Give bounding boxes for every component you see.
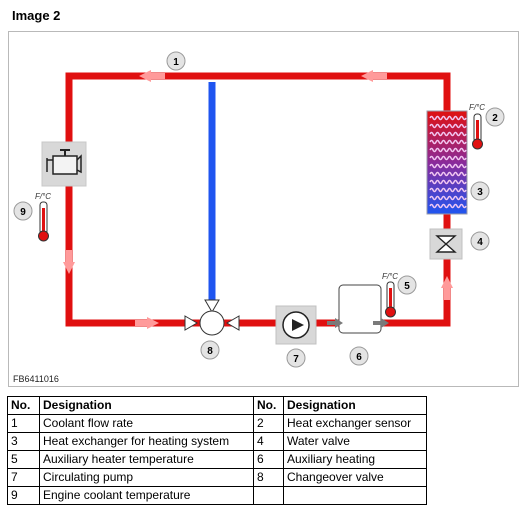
callout-4: 4	[470, 231, 490, 251]
thermometer-icon	[38, 201, 49, 242]
legend-no: 7	[7, 468, 40, 487]
heat-exchanger-tube	[429, 163, 467, 169]
heat-exchanger-tube	[429, 195, 467, 201]
legend-no: 1	[7, 414, 40, 433]
table-row: 7 Circulating pump 8 Changeover valve	[7, 468, 427, 487]
heat-exchanger-tube	[429, 147, 467, 153]
engine-icon	[41, 141, 87, 187]
header-no: No.	[253, 396, 284, 415]
legend-no: 3	[7, 432, 40, 451]
flow-arrow-icon	[327, 318, 343, 328]
heat-exchanger-tube	[429, 131, 467, 137]
legend-designation	[283, 486, 427, 505]
svg-text:6: 6	[356, 352, 362, 363]
callout-5: 5	[397, 275, 417, 295]
callout-7: 7	[286, 348, 306, 368]
svg-text:3: 3	[477, 187, 483, 198]
svg-text:9: 9	[20, 207, 26, 218]
changeover-valve-icon	[184, 299, 240, 336]
temp-unit-label: F/°C	[469, 103, 485, 112]
table-row: 5 Auxiliary heater temperature 6 Auxilia…	[7, 450, 427, 469]
legend-no: 8	[253, 468, 284, 487]
legend-no	[253, 486, 284, 505]
flow-arrow-icon	[135, 317, 159, 329]
callout-1: 1	[166, 51, 186, 71]
legend-designation: Changeover valve	[283, 468, 427, 487]
coolant-circuit-diagram: F/°C F/°C F/°C 1 2 3 4 5 6 7	[8, 31, 519, 387]
legend-designation: Heat exchanger sensor	[283, 414, 427, 433]
thermometer-icon	[385, 281, 396, 318]
legend-no: 2	[253, 414, 284, 433]
header-designation: Designation	[39, 396, 254, 415]
table-row: 3 Heat exchanger for heating system 4 Wa…	[7, 432, 427, 451]
svg-text:1: 1	[173, 57, 179, 68]
auxiliary-heater-icon	[338, 284, 382, 334]
heat-exchanger-tube	[429, 123, 467, 129]
flow-arrow-icon	[441, 276, 453, 300]
legend-no: 9	[7, 486, 40, 505]
table-row: 9 Engine coolant temperature	[7, 486, 427, 505]
callout-9: 9	[13, 201, 33, 221]
heat-exchanger-tube	[429, 155, 467, 161]
heat-exchanger-tube	[429, 203, 467, 209]
temp-unit-label: F/°C	[35, 192, 51, 201]
legend-designation: Water valve	[283, 432, 427, 451]
page-title: Image 2	[12, 8, 61, 23]
legend-designation: Auxiliary heating	[283, 450, 427, 469]
legend-no: 5	[7, 450, 40, 469]
heat-exchanger-tube	[429, 179, 467, 185]
table-row: 1 Coolant flow rate 2 Heat exchanger sen…	[7, 414, 427, 433]
heat-exchanger-tube	[429, 115, 467, 121]
legend-no: 6	[253, 450, 284, 469]
flow-arrow-icon	[361, 70, 387, 82]
legend-header-row: No. Designation No. Designation	[7, 396, 427, 415]
svg-text:8: 8	[207, 346, 213, 357]
svg-text:2: 2	[492, 113, 498, 124]
callout-3: 3	[470, 181, 490, 201]
header-no: No.	[7, 396, 40, 415]
legend-table: No. Designation No. Designation 1 Coolan…	[7, 396, 427, 505]
legend-no: 4	[253, 432, 284, 451]
callout-2: 2	[485, 107, 505, 127]
heat-exchanger-tube	[429, 139, 467, 145]
flow-arrow-icon	[373, 318, 389, 328]
figure-code: FB6411016	[13, 374, 59, 384]
heat-exchanger-tube	[429, 187, 467, 193]
legend-designation: Circulating pump	[39, 468, 254, 487]
temp-unit-label: F/°C	[382, 272, 398, 281]
legend-designation: Heat exchanger for heating system	[39, 432, 254, 451]
svg-text:4: 4	[477, 237, 483, 248]
thermometer-icon	[472, 113, 483, 150]
svg-text:5: 5	[404, 281, 410, 292]
header-designation: Designation	[283, 396, 427, 415]
heat-exchanger-icon	[426, 110, 468, 215]
svg-text:7: 7	[293, 354, 299, 365]
flow-arrow-icon	[139, 70, 165, 82]
callout-8: 8	[200, 340, 220, 360]
legend-designation: Engine coolant temperature	[39, 486, 254, 505]
heat-exchanger-tube	[429, 171, 467, 177]
flow-arrow-icon	[63, 250, 75, 274]
water-valve-icon	[429, 228, 463, 260]
circulating-pump-icon	[275, 305, 317, 345]
legend-designation: Auxiliary heater temperature	[39, 450, 254, 469]
legend-designation: Coolant flow rate	[39, 414, 254, 433]
callout-6: 6	[349, 346, 369, 366]
